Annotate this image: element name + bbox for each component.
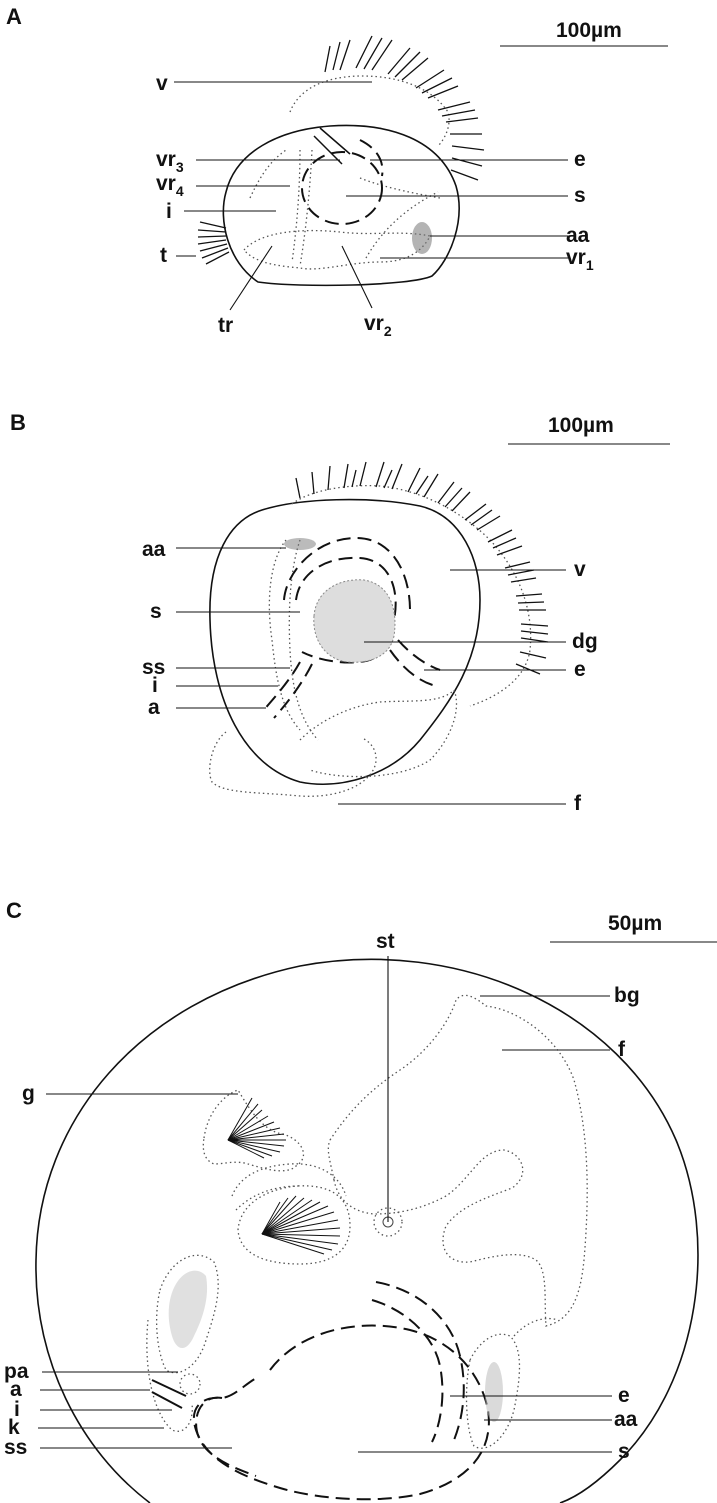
panel-b-label-i: i <box>152 674 158 697</box>
panel-b-gut <box>269 540 318 740</box>
panel-a-letter: A <box>6 4 22 29</box>
panel-a-mark-1 <box>320 128 350 154</box>
panel-c-body-outline <box>36 959 698 1503</box>
panel-b-label-f: f <box>574 792 582 815</box>
panel-b-label-aa: aa <box>142 538 166 561</box>
panel-a-label-e: e <box>574 148 586 171</box>
panel-a-label-vr1: vr1 <box>566 246 594 273</box>
panel-b-label-a: a <box>148 696 160 719</box>
panel-c-right-band <box>514 1319 558 1336</box>
panel-c-stomach <box>194 1326 489 1500</box>
panel-c-label-f: f <box>618 1038 626 1061</box>
panel-a-leader-tr <box>230 246 272 310</box>
panel-b-label-dg: dg <box>572 630 598 653</box>
panel-a-inner-mass <box>244 231 430 269</box>
panel-a-label-t: t <box>160 244 167 267</box>
panel-b-label-e: e <box>574 658 586 681</box>
panel-a-label-v: v <box>156 72 168 95</box>
panel-c-label-e: e <box>618 1384 630 1407</box>
panel-a-velum <box>290 76 449 146</box>
panel-c-esophagus-1 <box>376 1282 464 1440</box>
panel-b-body-mass <box>300 690 457 777</box>
panel-b-scale-label: 100µm <box>548 414 614 437</box>
panel-a-label-s: s <box>574 184 586 207</box>
panel-b-letter: B <box>10 410 26 435</box>
panel-a-retractor-band <box>250 150 312 266</box>
panel-a: A 100µm <box>6 4 668 339</box>
panel-a-body-outline <box>223 125 459 285</box>
panel-c-label-ss: ss <box>4 1436 27 1459</box>
panel-c-label-st: st <box>376 930 395 953</box>
panel-b-anal-area <box>284 538 316 550</box>
panel-c-label-s: s <box>618 1440 630 1463</box>
panel-c-anal-area <box>485 1362 503 1422</box>
panel-b-digestive-gland <box>314 580 395 663</box>
panel-a-label-tr: tr <box>218 314 233 337</box>
panel-c-foot <box>330 995 587 1326</box>
panel-c-pallial-stipple <box>169 1271 207 1348</box>
panel-a-label-aa: aa <box>566 224 590 247</box>
panel-a-stomach <box>302 152 382 224</box>
panel-a-leader-vr2 <box>342 246 372 308</box>
panel-a-label-vr3: vr3 <box>156 148 184 175</box>
panel-c-stomach-lobe <box>196 1398 256 1476</box>
panel-b-intestine <box>262 662 300 712</box>
panel-b-label-v: v <box>574 558 586 581</box>
panel-b-label-s: s <box>150 600 162 623</box>
panel-c-gill-lower <box>262 1196 340 1254</box>
panel-c-gill-upper <box>228 1098 286 1158</box>
panel-b-foot <box>210 732 376 796</box>
panel-c-letter: C <box>6 898 22 923</box>
panel-c-label-g: g <box>22 1082 35 1105</box>
panel-a-label-vr2: vr2 <box>364 312 392 339</box>
panel-c: C 50µm <box>4 898 717 1503</box>
panel-c-label-bg: bg <box>614 984 640 1007</box>
panel-a-anal-area <box>412 222 432 254</box>
panel-a-velar-cilia <box>325 36 484 180</box>
panel-a-label-i: i <box>166 200 172 223</box>
panel-c-scale-label: 50µm <box>608 912 662 935</box>
panel-b: B 100µm <box>10 410 670 815</box>
panel-c-esophagus-2 <box>372 1300 442 1442</box>
panel-a-label-vr4: vr4 <box>156 172 184 199</box>
panel-a-scale-label: 100µm <box>556 19 622 42</box>
panel-c-anus-ring <box>180 1374 200 1394</box>
panel-b-esophagus <box>398 640 440 670</box>
panel-c-label-aa: aa <box>614 1408 638 1431</box>
